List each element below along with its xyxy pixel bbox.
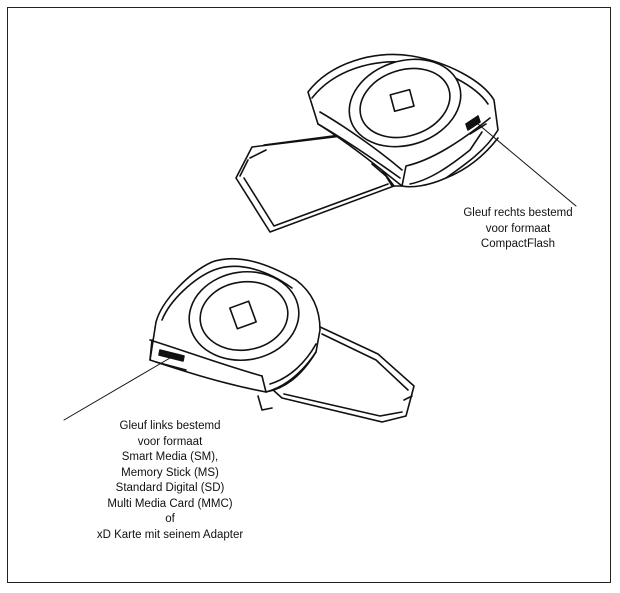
leader-line-right	[477, 123, 577, 207]
callout-multi-card-slot: Gleuf links bestemd voor formaat Smart M…	[20, 419, 320, 543]
callout-line: Smart Media (SM),	[121, 451, 219, 463]
callout-line: CompactFlash	[480, 238, 556, 250]
top-dial-top	[348, 58, 462, 148]
top-dial-bottom	[188, 270, 300, 362]
callout-line: xD Karte mit seinem Adapter	[96, 528, 244, 541]
callout-line: Multi Media Card (MMC)	[107, 497, 233, 510]
callout-line: voor formaat	[485, 222, 551, 235]
paper-tray-top	[235, 133, 395, 233]
callout-line: Gleuf links bestemd	[119, 420, 221, 432]
callout-line: voor formaat	[137, 435, 203, 448]
callout-line: of	[165, 513, 175, 525]
callout-line: Standard Digital (SD)	[115, 482, 225, 494]
printer-top	[235, 53, 577, 233]
figure-frame	[7, 7, 611, 583]
compactflash-slot	[465, 115, 487, 135]
printer-bottom	[63, 257, 415, 423]
callout-compactflash-slot: Gleuf rechts bestemd voor formaat Compac…	[425, 206, 611, 253]
callout-line: Gleuf rechts bestemd	[463, 207, 573, 219]
callout-line: Memory Stick (MS)	[121, 466, 219, 479]
leader-line-left	[63, 357, 171, 421]
